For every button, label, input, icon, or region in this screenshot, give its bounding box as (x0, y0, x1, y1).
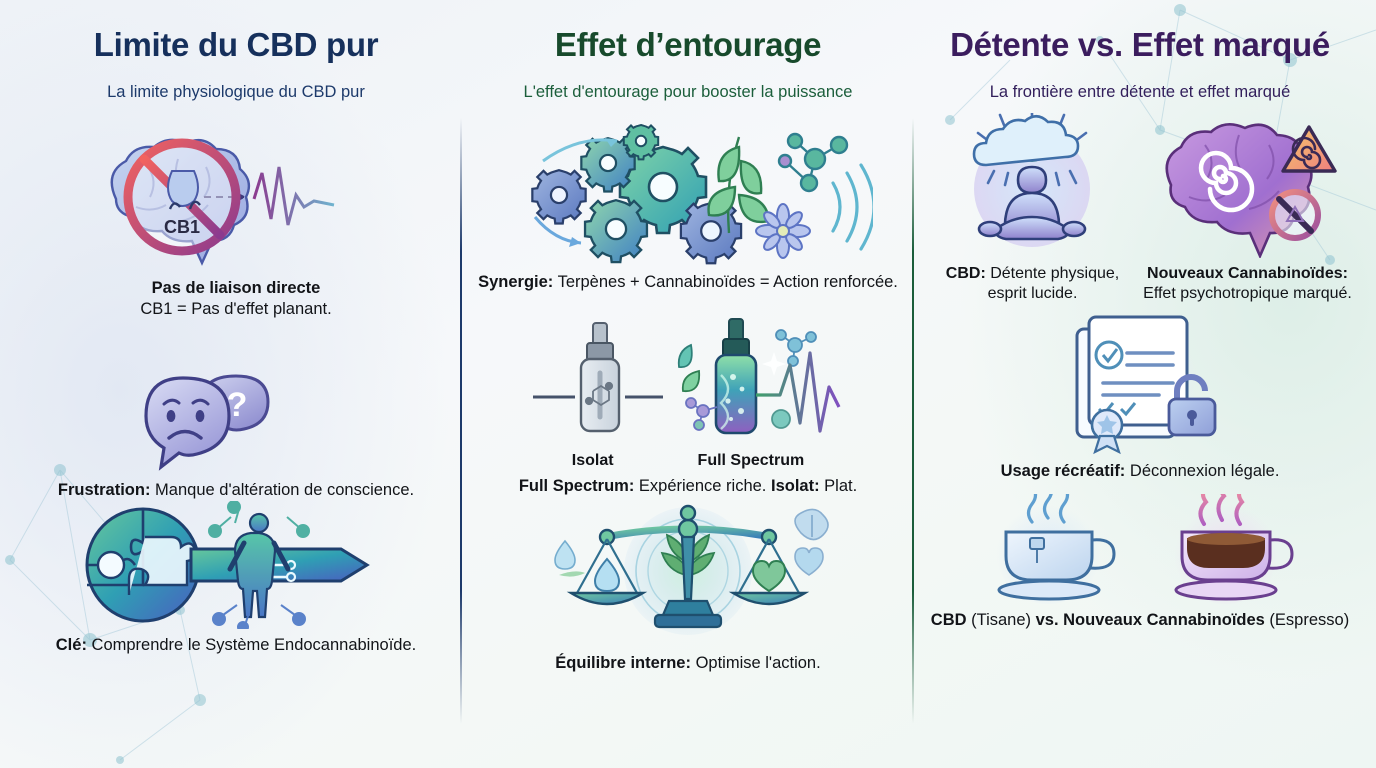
block-isolat-vs-full-spectrum: Isolat Full Spectrum Full Spectrum: Expé… (476, 315, 900, 497)
caption-rest: Effet psychotropique marqué. (1143, 285, 1352, 303)
caption-bold: CBD: (945, 264, 986, 282)
caption-seg-3: Isolat: (770, 476, 820, 495)
column-subtitle: La frontière entre détente et effet marq… (989, 83, 1291, 102)
caption-cle: Clé: Comprendre le Système Endocannabino… (56, 635, 416, 656)
caption-bold: Clé: (55, 635, 87, 654)
column-divider-2 (912, 118, 914, 724)
caption-frustration: Frustration: Manque d'altération de cons… (58, 480, 414, 501)
block-equilibre-interne: Équilibre interne: Optimise l'action. (476, 497, 900, 674)
question-mark-glyph: ? (227, 386, 248, 424)
block-synergie: Synergie: Terpènes + Cannabinoïdes = Act… (476, 121, 900, 293)
caption-bold: Nouveaux Cannabinoïdes: (1147, 264, 1348, 282)
caption-rest: Terpènes + Cannabinoïdes = Action renfor… (553, 272, 898, 291)
comparison-row: CBD: Détente physique, esprit lucide. (928, 112, 1352, 305)
caption-seg-2: Expérience riche. (634, 476, 771, 495)
caption-cbd-detente: CBD: Détente physique, esprit lucide. (928, 264, 1137, 305)
bottle-label-isolat: Isolat (571, 451, 614, 469)
block-nouveaux-cannabinoides: Nouveaux Cannabinoïdes: Effet psychotrop… (1143, 113, 1352, 305)
brain-spiral-warning-icon (1164, 122, 1337, 258)
tea-cup-icon (996, 493, 1116, 604)
column-subtitle: La limite physiologique du CBD pur (107, 83, 365, 102)
column-title: Effet d’entourage (554, 26, 822, 63)
caption-seg-4: (Espresso) (1264, 610, 1350, 629)
bottle-label-full-spectrum: Full Spectrum (697, 451, 805, 469)
sad-face-question-bubble-icon: ? (144, 374, 270, 471)
caption-seg-1: Full Spectrum: (518, 476, 635, 495)
column-limite-cbd-pur: Limite du CBD pur La limite physiologiqu… (10, 18, 462, 760)
caption-rest: Optimise l'action. (690, 653, 821, 672)
block-cbd-detente: CBD: Détente physique, esprit lucide. (928, 112, 1137, 305)
caption-equilibre: Équilibre interne: Optimise l'action. (555, 653, 820, 674)
caption-seg-3: vs. Nouveaux Cannabinoïdes (1035, 610, 1265, 629)
caption-seg-1: CBD (930, 610, 967, 629)
caption-rest: Comprendre le Système Endocannabinoïde. (86, 635, 417, 654)
caption-bold: Usage récréatif: (1000, 461, 1126, 480)
block-frustration: ? Frustration: Manque d'altération de co… (24, 354, 448, 501)
caption-bold: Pas de liaison directe (151, 278, 321, 297)
bottle-labels: Isolat Full Spectrum (572, 452, 804, 470)
column-subtitle: L'effet d'entourage pour booster la puis… (523, 83, 853, 102)
caption-rest: Détente physique, esprit lucide. (985, 264, 1120, 303)
column-effet-entourage: Effet d’entourage L'effet d'entourage po… (462, 18, 914, 760)
block-brain-cb1: CB1 Pas de liaison directe CB1 = Pas d'e… (24, 137, 448, 320)
column-title: Détente vs. Effet marqué (950, 26, 1330, 63)
column-detente-vs-effet-marque: Détente vs. Effet marqué La frontière en… (914, 18, 1366, 760)
gears-leaves-molecule-icon (531, 123, 873, 265)
caption-brain-cb1: Pas de liaison directe CB1 = Pas d'effet… (140, 278, 331, 320)
brain-cb1-blocked-icon: CB1 (110, 138, 335, 266)
caption-full-spectrum-isolat: Full Spectrum: Expérience riche. Isolat:… (519, 476, 857, 497)
column-title: Limite du CBD pur (93, 26, 379, 63)
caption-bold: Équilibre interne: (555, 653, 691, 672)
puzzle-key-body-icon (85, 500, 370, 629)
caption-bold: Frustration: (57, 480, 151, 499)
meditation-cloud-sun-icon (972, 112, 1090, 247)
column-divider-1 (460, 118, 462, 724)
balance-scales-leaf-icon (554, 504, 829, 635)
espresso-cup-icon (1174, 493, 1294, 604)
caption-rest: Manque d'altération de conscience. (150, 480, 415, 499)
cups-row (976, 493, 1304, 604)
caption-rest: Déconnexion légale. (1125, 461, 1280, 480)
block-tisane-vs-espresso: CBD (Tisane) vs. Nouveaux Cannabinoïdes … (928, 482, 1352, 631)
caption-seg-2: (Tisane) (966, 610, 1036, 629)
caption-seg-4: Plat. (819, 476, 858, 495)
document-check-lock-icon (1073, 315, 1217, 454)
caption-bold: Synergie: (478, 272, 554, 291)
caption-nouveaux-cannabinoides: Nouveaux Cannabinoïdes: Effet psychotrop… (1143, 264, 1352, 305)
caption-rest: CB1 = Pas d'effet planant. (140, 299, 332, 318)
cb1-art-label: CB1 (164, 217, 200, 237)
caption-tisane-vs-espresso: CBD (Tisane) vs. Nouveaux Cannabinoïdes … (931, 610, 1349, 631)
block-usage-recreatif: Usage récréatif: Déconnexion légale. (928, 315, 1352, 482)
caption-usage-recreatif: Usage récréatif: Déconnexion légale. (1001, 461, 1280, 482)
caption-synergie: Synergie: Terpènes + Cannabinoïdes = Act… (478, 272, 898, 293)
block-cle-endocannabinoide: Clé: Comprendre le Système Endocannabino… (24, 500, 448, 656)
two-dropper-bottles-icon (533, 317, 841, 435)
